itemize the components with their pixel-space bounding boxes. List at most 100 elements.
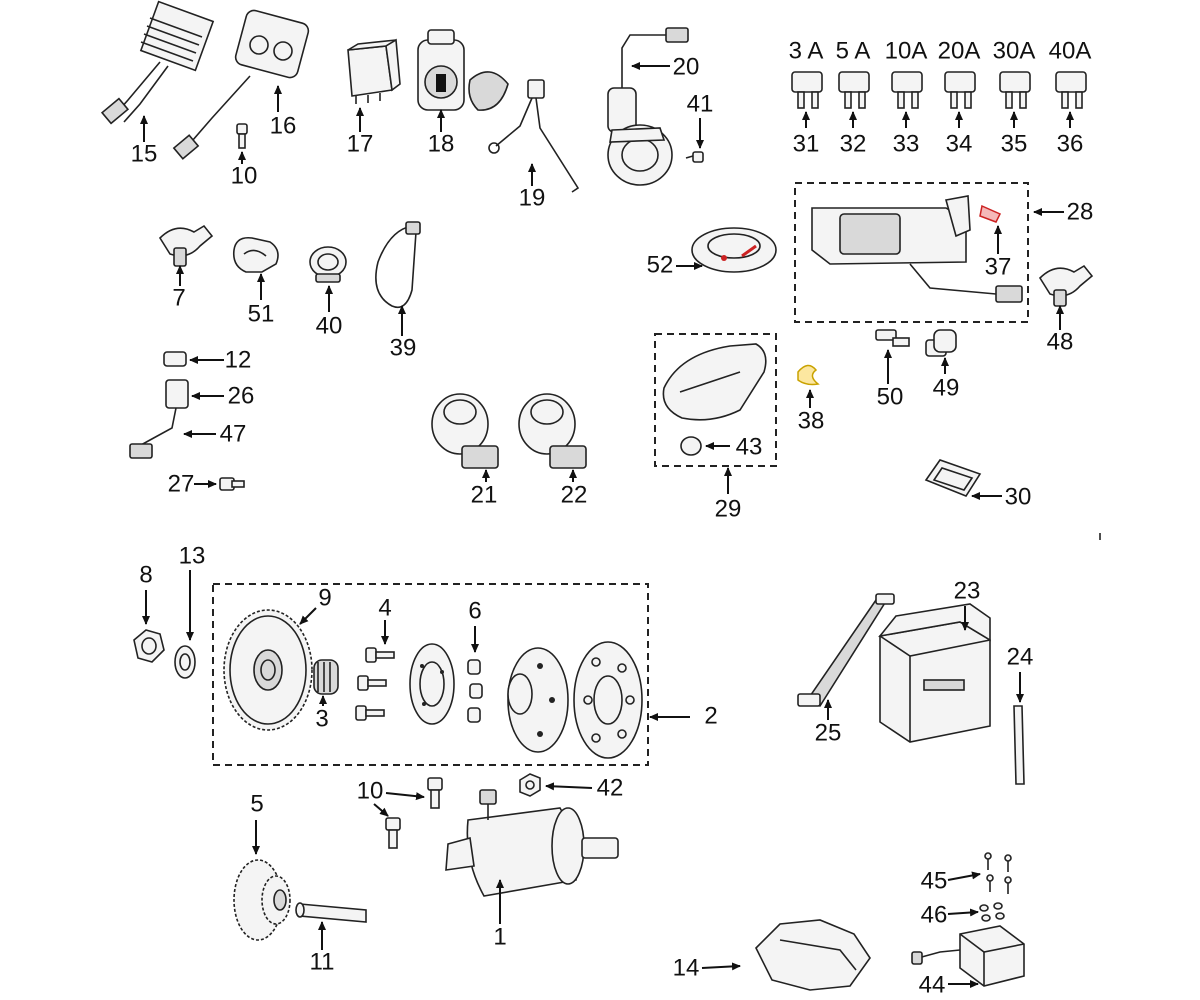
label-30: 30 [971,483,1031,510]
fuse-body [838,71,870,93]
battery-strap-part-25 [797,593,895,707]
cable-clip-part-48 [1038,264,1094,307]
label-19: 19 [519,163,546,211]
fuse-blade [797,91,805,109]
label-6-text: 6 [468,597,481,624]
label-40: 40 [316,285,343,339]
ecu-assembly-box-28 [794,182,1029,323]
rollers-part-6 [467,659,483,723]
grommet-part-49 [925,329,957,357]
fuse-blade [964,91,972,109]
switch-part-21 [431,393,499,469]
label-22-text: 22 [561,481,588,508]
label-46: 46 [921,901,979,928]
fuse-blade [1019,91,1027,109]
fuse-number-text: 32 [840,130,867,157]
fuse-rating-text: 3 A [789,37,824,64]
label-2: 2 [649,702,718,729]
label-41: 41 [687,90,714,149]
bolt-set-part-4 [355,647,395,721]
fuse-blade [1061,91,1069,109]
fuse-body [891,71,923,93]
actuator-part-44 [911,925,1025,987]
nut-part-42 [519,773,541,797]
label-8-text: 8 [139,561,152,588]
label-10-lower: 10 [357,777,425,817]
label-29: 29 [715,467,741,522]
label-28: 28 [1033,198,1093,225]
label-50-text: 50 [877,383,904,410]
fuse-3: 10A 33 [885,37,928,157]
fuse-body [1055,71,1087,93]
label-46-text: 46 [921,901,948,928]
cable-clip-part-7 [158,224,214,267]
label-21: 21 [471,469,497,508]
fuse-body [999,71,1031,93]
label-52: 52 [647,251,703,278]
ignition-ring-part-52 [691,227,777,273]
label-43: 43 [705,433,763,460]
fuse-rating-text: 40A [1049,37,1092,64]
driven-gear-part-9 [223,609,313,731]
fuse-number-text: 34 [946,130,973,157]
cable-tie-part-39 [375,221,421,309]
fuse-blade [911,91,919,109]
fuse-1: 3 A31 [789,37,824,157]
label-42: 42 [545,774,623,801]
label-44: 44 [919,971,979,998]
label-20: 20 [631,53,699,80]
label-19-text: 19 [519,184,546,211]
gasket-part-30 [924,459,982,497]
label-24-text: 24 [1007,643,1034,670]
key-fob-part-29 [662,343,767,421]
label-23: 23 [954,577,980,631]
label-18: 18 [428,109,454,157]
cable-clip-part-51 [232,236,279,273]
label-16: 16 [270,85,296,139]
label-4: 4 [378,594,392,645]
label-7: 7 [172,265,186,311]
label-3: 3 [315,695,329,732]
label-27: 27 [168,470,217,497]
vent-tube-part-24 [1013,705,1025,785]
fuse-blade [811,91,819,109]
clutch-outer-part [507,641,643,759]
label-14: 14 [673,954,741,981]
label-13: 13 [179,542,206,641]
fuse-blade [858,91,866,109]
label-43-text: 43 [736,433,763,460]
fuse-body [791,71,823,93]
label-13-text: 13 [179,542,206,569]
label-2-text: 2 [704,702,717,729]
label-44-text: 44 [919,971,946,998]
label-10-top: 10 [231,151,257,189]
label-47: 47 [183,420,246,447]
label-38-text: 38 [798,407,825,434]
label-40-text: 40 [316,312,343,339]
fuse-number-text: 33 [893,130,920,157]
label-41-text: 41 [687,90,714,117]
label-27-text: 27 [168,470,195,497]
switch-part-22 [518,393,587,469]
battery-part-43 [680,436,702,456]
bolt-part-27 [219,477,245,491]
label-5: 5 [250,790,264,855]
label-3-text: 3 [315,705,328,732]
label-26-text: 26 [228,382,255,409]
label-6: 6 [468,597,482,653]
label-12-text: 12 [225,346,252,373]
fuse-blade [950,91,958,109]
bolt-part-50 [875,329,910,347]
fuse-blade [1005,91,1013,109]
label-48-text: 48 [1047,328,1074,355]
label-10-lower-text: 10 [357,777,384,804]
fuse-number-text: 36 [1057,130,1084,157]
hose-clamp-part-40 [309,246,347,283]
label-15: 15 [131,115,157,167]
label-38: 38 [798,389,825,434]
power-socket-part-18 [417,29,509,111]
label-14-text: 14 [673,954,700,981]
ignition-coil-part-16 [172,9,310,160]
fuse-rating-text: 10A [885,37,928,64]
